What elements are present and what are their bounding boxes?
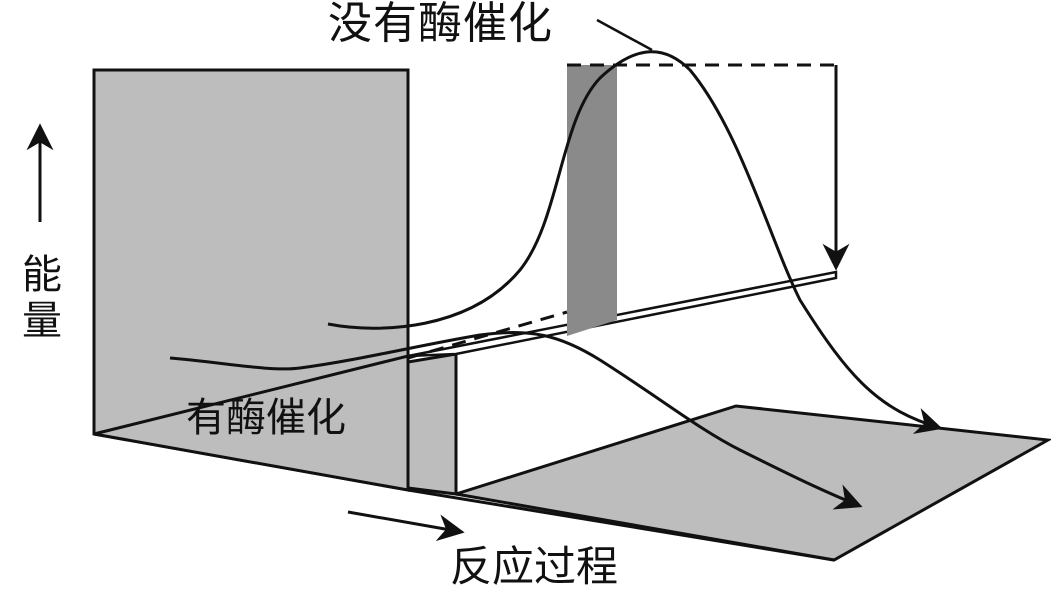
x-axis-arrow [347, 510, 465, 542]
y-axis-label: 能量 [22, 252, 62, 344]
floor-edge [407, 488, 835, 562]
curve-with-enzyme [169, 330, 863, 510]
no-enzyme-pointer [596, 18, 653, 52]
short-bar-top-face [407, 270, 838, 358]
label-with-enzyme: 有酶催化 [186, 395, 346, 441]
tall-activation-bar [567, 65, 617, 336]
label-no-enzyme: 没有酶催化 [328, 0, 553, 49]
curve-no-enzyme [327, 50, 943, 434]
short-activation-bar [406, 352, 458, 496]
product-floor-plane [455, 404, 1051, 562]
x-axis-label: 反应过程 [450, 542, 619, 591]
